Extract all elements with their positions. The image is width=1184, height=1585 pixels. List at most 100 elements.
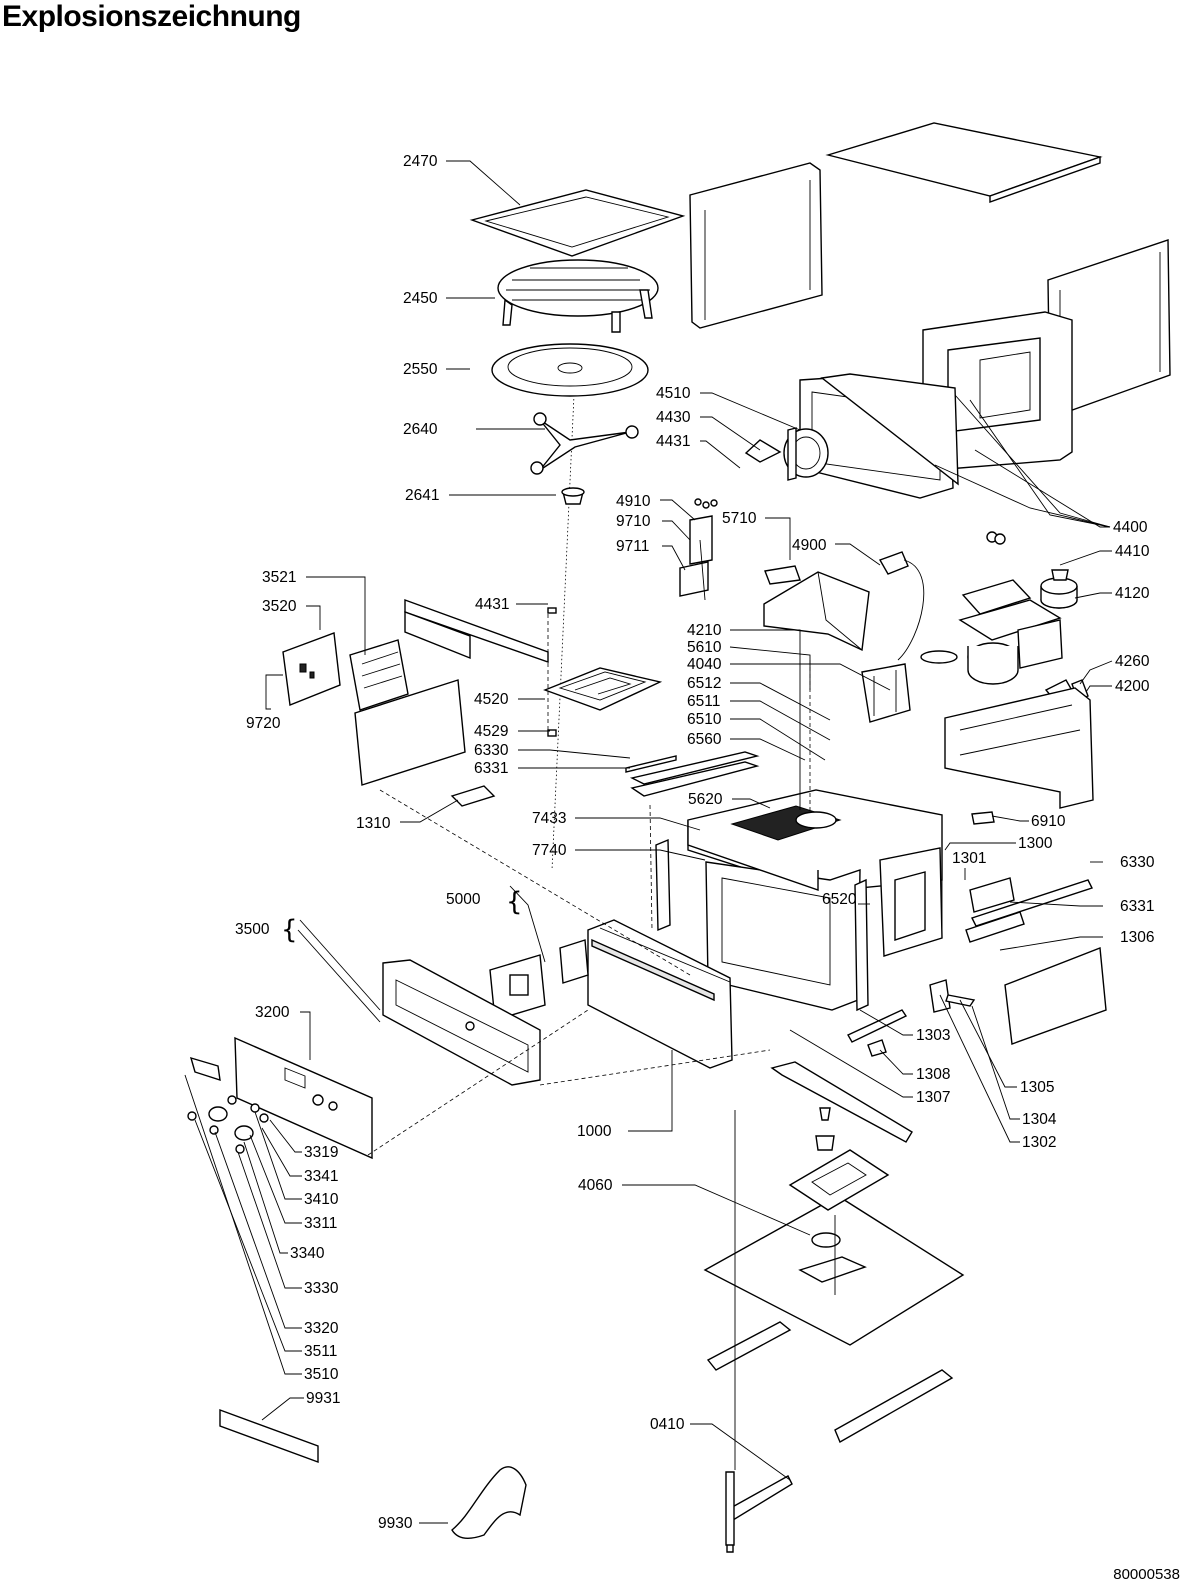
part-label-9711: 9711 xyxy=(616,538,649,555)
right-insulation-part xyxy=(1004,947,1107,1045)
part-label-5620: 5620 xyxy=(688,791,723,808)
part-label-6510: 6510 xyxy=(687,711,722,728)
part-label-4260: 4260 xyxy=(1115,653,1150,670)
part-label-3520: 3520 xyxy=(262,598,297,615)
cavity-frame-part xyxy=(922,311,1073,471)
control-frame-part xyxy=(382,959,541,1086)
part-label-4060: 4060 xyxy=(578,1177,613,1194)
part-label-4400: 4400 xyxy=(1113,519,1148,536)
part-label-1300: 1300 xyxy=(1018,835,1053,852)
part-label-6331-right: 6331 xyxy=(1120,898,1154,915)
control-board-cover-part xyxy=(349,639,409,711)
lamp-holder-part xyxy=(764,565,801,585)
part-label-3511: 3511 xyxy=(304,1343,337,1360)
cabinet-top-panel xyxy=(825,122,1103,203)
brace-3500-symbol: { xyxy=(281,915,298,945)
turntable-plate-part xyxy=(491,343,649,397)
part-label-3330: 3330 xyxy=(304,1280,339,1297)
transformer-part xyxy=(861,663,911,723)
part-label-4431-upper: 4431 xyxy=(656,433,690,450)
part-label-1305: 1305 xyxy=(1020,1079,1054,1096)
cooling-fan-part xyxy=(1040,569,1078,609)
part-label-3319: 3319 xyxy=(304,1144,338,1161)
part-label-0410: 0410 xyxy=(650,1416,685,1433)
part-label-3320: 3320 xyxy=(304,1320,339,1337)
part-label-6331-upper: 6331 xyxy=(474,760,508,777)
part-label-4520: 4520 xyxy=(474,691,509,708)
part-label-9931: 9931 xyxy=(306,1390,340,1407)
door-seal-frames-part xyxy=(799,373,959,499)
control-end-cap-part xyxy=(189,1056,221,1082)
part-label-5000: 5000 xyxy=(446,891,481,908)
leader-lines xyxy=(184,160,1113,1524)
rear-bracket-part xyxy=(944,687,1094,809)
part-label-1301: 1301 xyxy=(952,850,986,867)
door-switch-bracket-part xyxy=(965,877,1093,943)
part-label-3341: 3341 xyxy=(304,1168,338,1185)
baking-tray-part xyxy=(469,189,686,257)
part-label-5710: 5710 xyxy=(722,510,757,527)
turntable-axis-line xyxy=(551,394,575,871)
oven-door-part xyxy=(587,919,733,1069)
part-label-7433: 7433 xyxy=(532,810,566,827)
part-label-1303: 1303 xyxy=(916,1027,950,1044)
upper-rail-part xyxy=(625,751,760,797)
part-label-2550: 2550 xyxy=(403,361,438,378)
interlock-bracket-part xyxy=(679,498,718,597)
part-label-6910: 6910 xyxy=(1031,813,1066,830)
part-label-3410: 3410 xyxy=(304,1191,339,1208)
clip-6910-part xyxy=(971,811,995,825)
part-label-2641: 2641 xyxy=(405,487,439,504)
part-label-7740: 7740 xyxy=(532,842,567,859)
part-label-4430: 4430 xyxy=(656,409,691,426)
waveguide-part xyxy=(763,551,958,664)
part-label-1306: 1306 xyxy=(1120,929,1154,946)
part-label-6520: 6520 xyxy=(822,891,857,908)
base-plate-part xyxy=(703,1107,965,1346)
upper-support-part xyxy=(404,599,549,663)
brace-5000-symbol: { xyxy=(506,887,523,917)
part-label-3340: 3340 xyxy=(290,1245,325,1262)
part-label-4200: 4200 xyxy=(1115,678,1150,695)
part-label-1308: 1308 xyxy=(916,1066,950,1083)
document-number: 80000538 xyxy=(1113,1566,1180,1583)
roller-ring-part xyxy=(530,412,639,475)
cabinet-left-side-panel xyxy=(689,162,823,329)
part-label-1302: 1302 xyxy=(1022,1134,1056,1151)
part-label-6330-right: 6330 xyxy=(1120,854,1155,871)
part-label-4431-lower: 4431 xyxy=(475,596,509,613)
part-label-4910: 4910 xyxy=(616,493,651,510)
part-label-4529: 4529 xyxy=(474,723,508,740)
part-label-9710: 9710 xyxy=(616,513,651,530)
coupler-part xyxy=(561,487,585,505)
part-label-6560: 6560 xyxy=(687,731,722,748)
part-label-4120: 4120 xyxy=(1115,585,1150,602)
part-label-4410: 4410 xyxy=(1115,543,1150,560)
grill-rack-part xyxy=(497,259,659,333)
lower-rails-part xyxy=(706,1061,954,1553)
part-label-6330-upper: 6330 xyxy=(474,742,509,759)
part-label-3521: 3521 xyxy=(262,569,296,586)
left-side-insulation-part xyxy=(354,679,466,786)
part-label-4210: 4210 xyxy=(687,622,722,639)
switch-block-part xyxy=(489,939,589,1021)
part-label-9930: 9930 xyxy=(378,1515,413,1532)
part-label-3200: 3200 xyxy=(255,1004,290,1021)
part-label-6512: 6512 xyxy=(687,675,721,692)
oven-cavity-body xyxy=(687,789,943,1011)
part-label-4900: 4900 xyxy=(792,537,827,554)
part-label-4510: 4510 xyxy=(656,385,691,402)
clip-part xyxy=(450,785,496,807)
part-label-2450: 2450 xyxy=(403,290,438,307)
page-title: Explosionszeichnung xyxy=(2,0,301,33)
grill-heater-part xyxy=(543,607,663,737)
control-board-part xyxy=(282,632,341,706)
part-label-6511: 6511 xyxy=(687,693,720,710)
part-label-3510: 3510 xyxy=(304,1366,339,1383)
door-strip-part xyxy=(655,838,869,1012)
part-label-1000: 1000 xyxy=(577,1123,612,1140)
part-label-1307: 1307 xyxy=(916,1089,950,1106)
knobs-part xyxy=(187,1095,269,1154)
control-fascia-part xyxy=(234,1036,373,1160)
